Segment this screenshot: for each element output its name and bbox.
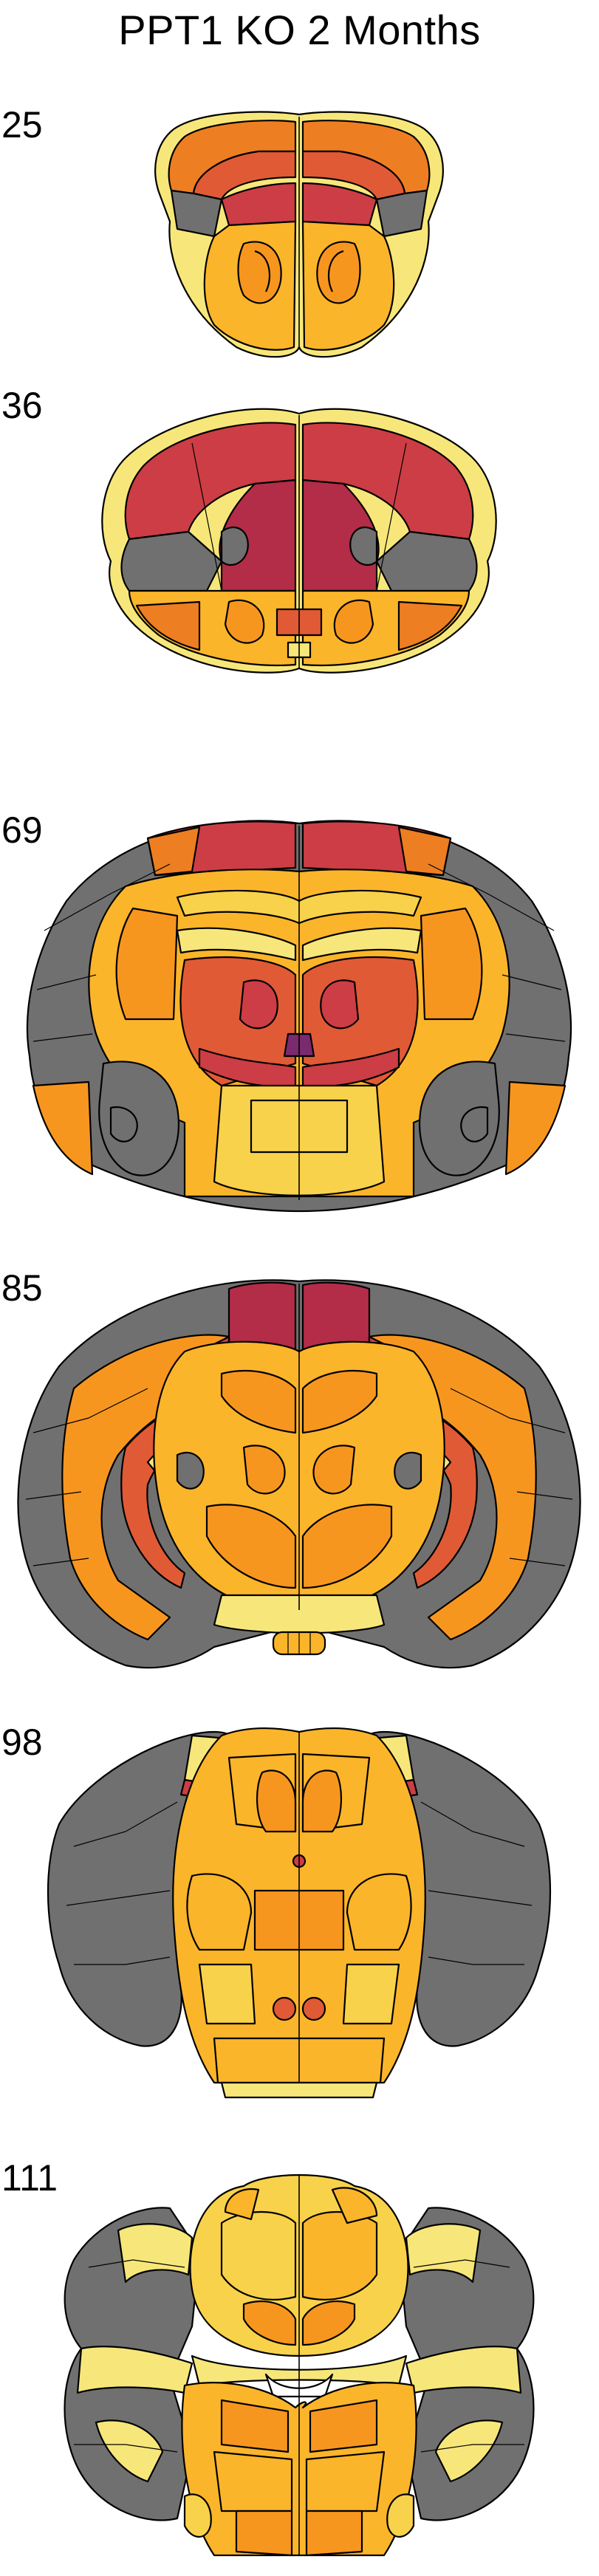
section-label-98: 98 xyxy=(1,1722,43,1763)
brain-section-98 xyxy=(47,1727,552,2099)
brain-section-111 xyxy=(64,2174,535,2557)
section-label-36: 36 xyxy=(1,385,43,426)
section-label-69: 69 xyxy=(1,809,43,851)
section-label-111: 111 xyxy=(1,2157,58,2199)
figure-title: PPT1 KO 2 Months xyxy=(118,7,481,53)
section-label-25: 25 xyxy=(1,104,43,145)
brain-section-85 xyxy=(17,1279,581,1669)
brain-section-69 xyxy=(26,820,572,1213)
brain-section-25 xyxy=(154,111,444,358)
section-label-85: 85 xyxy=(1,1267,43,1309)
brain-section-36 xyxy=(101,408,497,674)
